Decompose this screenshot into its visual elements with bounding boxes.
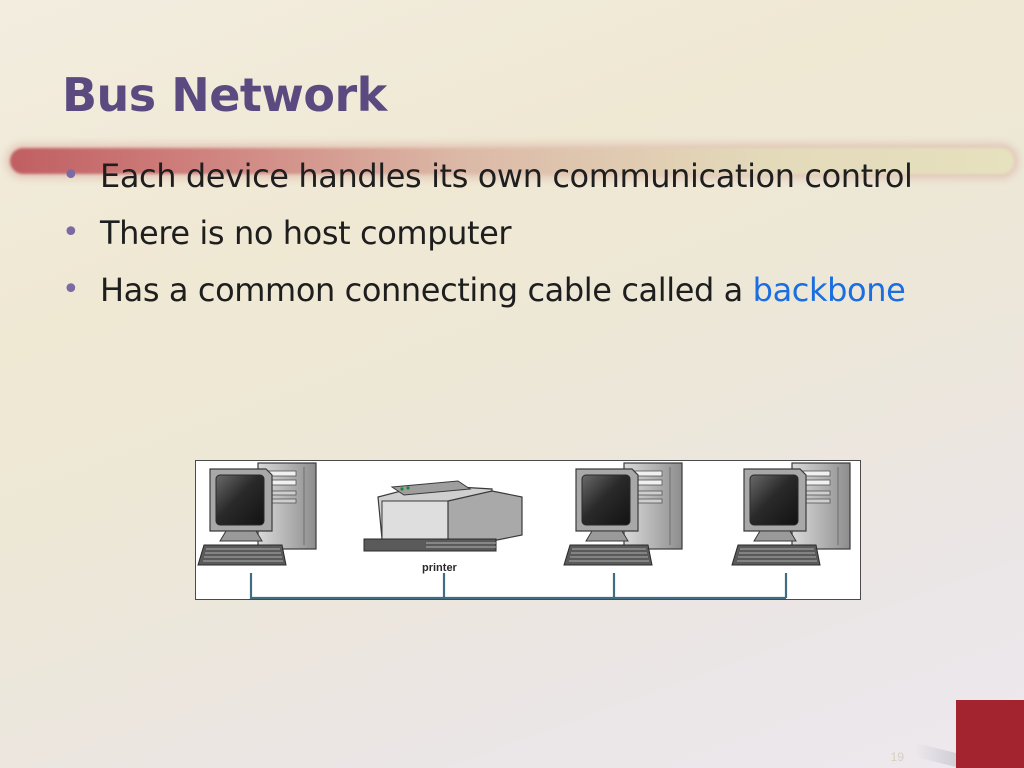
printer-icon — [363, 480, 523, 552]
bullet-item: • Has a common connecting cable called a… — [62, 270, 913, 327]
bullet-text: Each device handles its own communicatio… — [100, 157, 913, 195]
bullet-text: There is no host computer — [100, 214, 512, 252]
slide-title: Bus Network — [62, 68, 387, 122]
backbone-term: backbone — [752, 271, 906, 309]
bullet-icon: • — [62, 272, 80, 307]
title-underline-bar — [10, 148, 1014, 174]
bullet-list: • Each device handles its own communicat… — [62, 156, 913, 327]
corner-shadow-decoration — [916, 743, 956, 767]
bus-network-diagram: printer — [195, 460, 861, 600]
computer-icon — [197, 462, 317, 566]
bullet-text: Has a common connecting cable called a — [100, 271, 753, 309]
bullet-icon: • — [62, 158, 80, 193]
computer-icon — [731, 462, 851, 566]
bullet-item: • Each device handles its own communicat… — [62, 156, 913, 213]
computer-icon — [563, 462, 683, 566]
printer-label: printer — [422, 562, 458, 574]
bullet-item: • There is no host computer — [62, 213, 913, 270]
corner-accent-block — [956, 700, 1024, 768]
bullet-icon: • — [62, 215, 80, 250]
slide-number: 19 — [890, 750, 904, 764]
